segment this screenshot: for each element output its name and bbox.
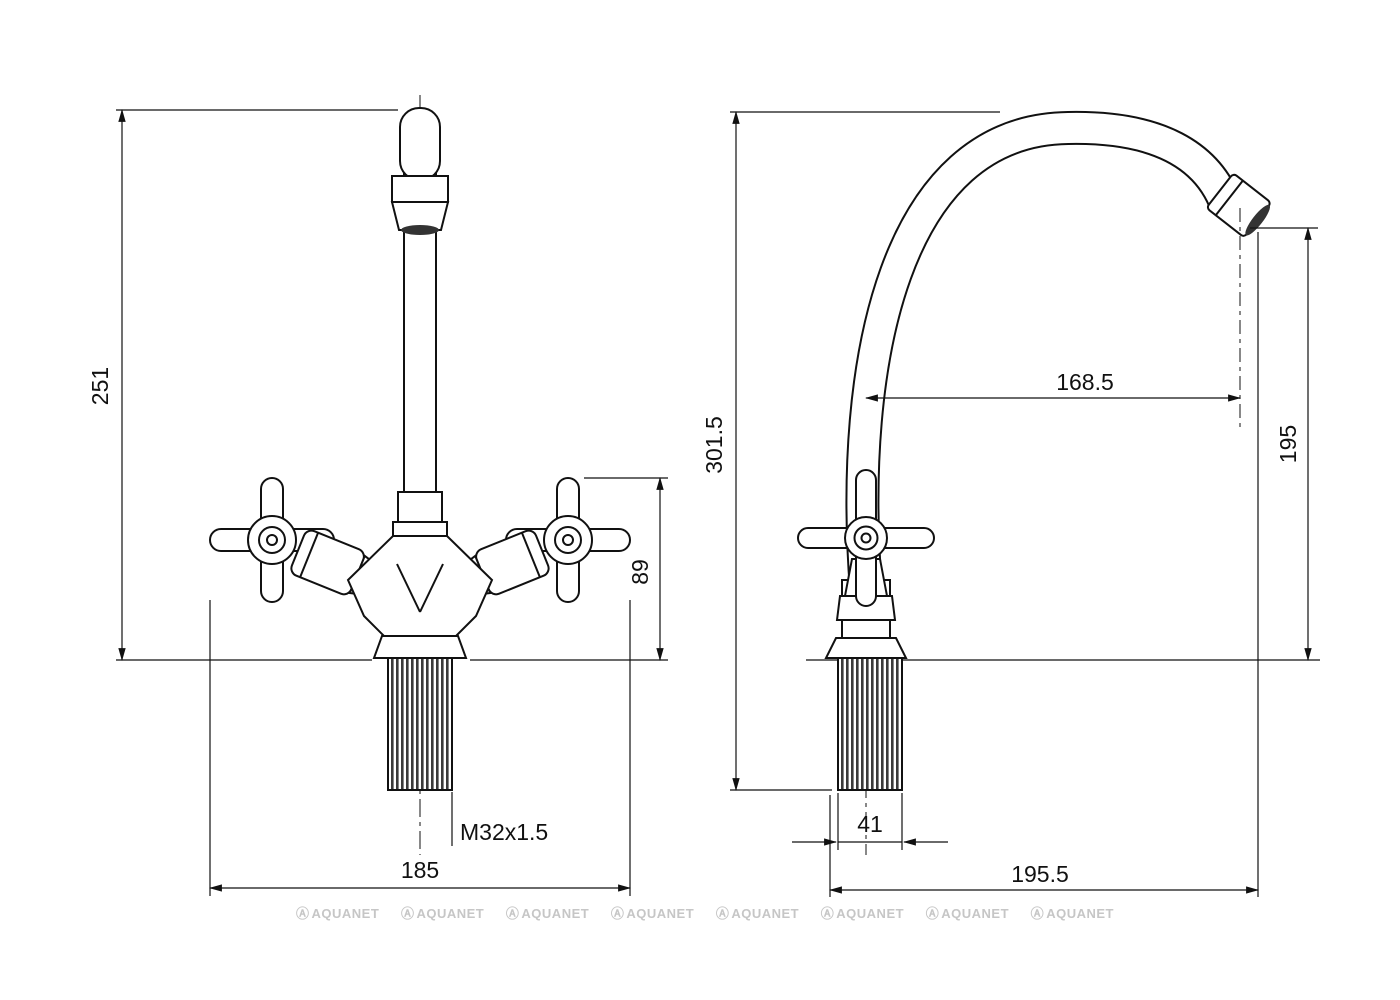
front-spout-flange xyxy=(392,521,448,537)
dim-front-height-label: 251 xyxy=(87,367,113,405)
front-spout-cap xyxy=(399,107,441,181)
dim-side-spout-height-label: 195 xyxy=(1275,425,1301,463)
dim-side-spout-reach-label: 168.5 xyxy=(1056,369,1114,395)
dim-side-total-depth-label: 195.5 xyxy=(1011,861,1069,887)
side-gooseneck-outer xyxy=(845,110,1240,592)
side-view-dimensions xyxy=(730,110,1318,897)
side-gooseneck-inner xyxy=(847,112,1238,592)
front-aerator-body xyxy=(391,175,449,203)
side-handle xyxy=(797,469,935,621)
front-aerator-outlet xyxy=(401,225,439,235)
dim-thread-spec-label: M32x1.5 xyxy=(460,819,548,845)
side-threaded-shank xyxy=(837,657,903,791)
front-body xyxy=(346,535,494,637)
front-aerator-cone xyxy=(390,201,450,231)
front-threaded-shank xyxy=(387,657,453,791)
front-view xyxy=(209,95,631,855)
side-body-base xyxy=(824,637,908,659)
front-body-base xyxy=(372,635,468,659)
front-spout-collar xyxy=(397,491,443,523)
dim-side-shank-width-label: 41 xyxy=(857,811,883,837)
front-view-dimensions xyxy=(116,108,668,896)
dim-side-total-height-label: 301.5 xyxy=(701,416,727,474)
dim-front-width-label: 185 xyxy=(401,857,439,883)
side-view xyxy=(797,110,1320,855)
dim-front-handle-height-label: 89 xyxy=(627,559,653,585)
